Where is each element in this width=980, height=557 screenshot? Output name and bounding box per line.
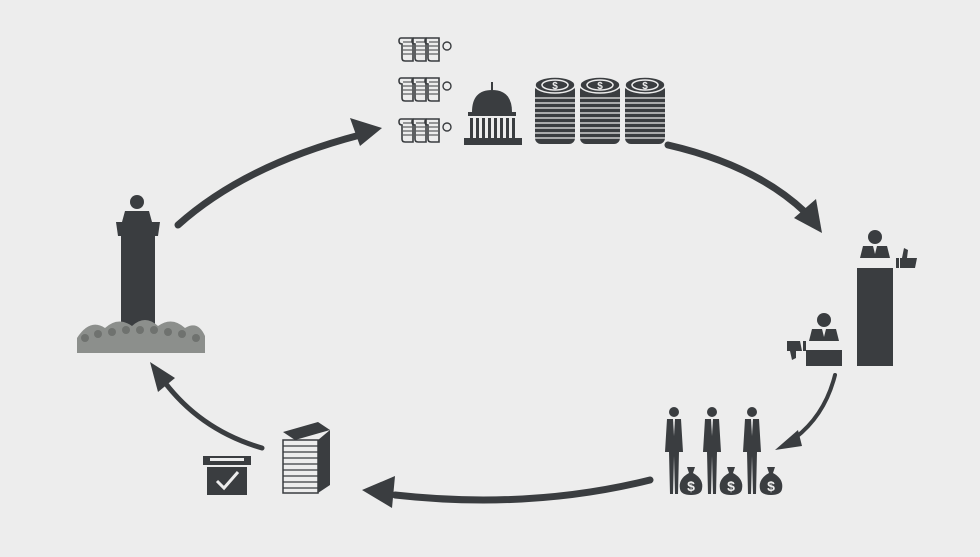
arrow-to-bottom-right [775,373,837,450]
crowd-icon [77,320,205,353]
ballot-box-icon [203,456,251,495]
coin-stack-icon [534,76,666,145]
money-bag-icon [679,467,783,495]
node-winning-and-losing-candidates [787,230,917,366]
businessman-icon [665,407,761,494]
arrow-to-right [664,141,822,233]
thumbs-down-icon [787,341,806,360]
arrow-to-bottom-left [362,476,654,508]
node-laws-capitol-money [398,37,666,145]
scroll-icon [398,37,452,143]
arrow-to-left [150,362,265,451]
node-donors-with-money-bags [665,407,783,495]
node-cash-and-ballot [203,422,330,495]
arrow-to-top [174,118,382,229]
podium-icon [806,230,893,366]
thumbs-up-icon [896,248,917,268]
capitol-dome-icon [464,82,522,145]
speaker-podium-icon [116,195,160,326]
node-candidate-with-crowd [77,195,205,353]
cash-stack-icon [282,422,330,494]
